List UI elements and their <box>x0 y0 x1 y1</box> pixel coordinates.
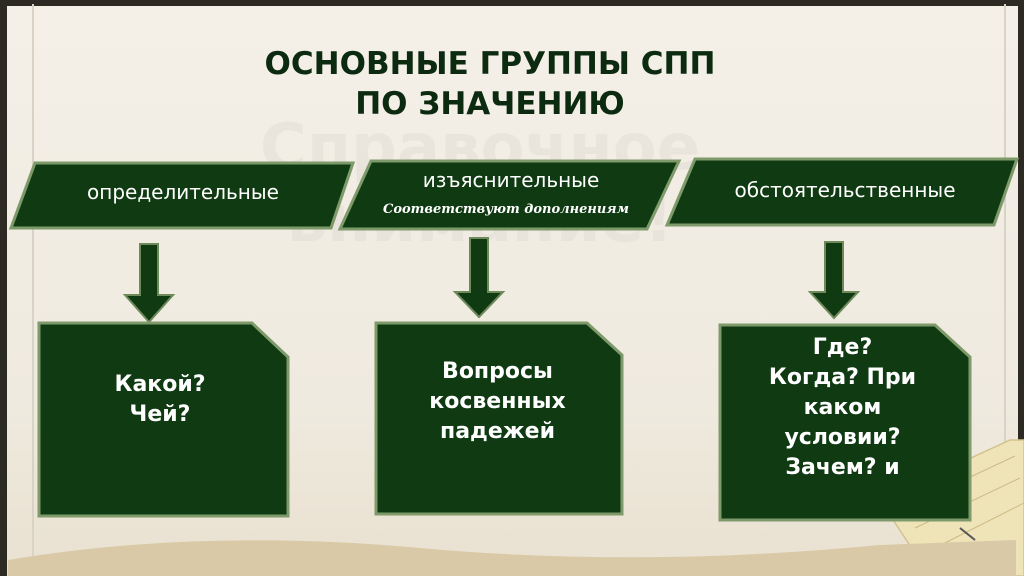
category-label-explanatory: изъяснительные <box>422 168 600 192</box>
arrow-down-2 <box>452 237 506 319</box>
question-2-line-2: косвенных <box>429 389 566 414</box>
category-note-explanatory: Соответствуют дополнениям <box>382 202 630 217</box>
question-box-3 <box>718 323 972 522</box>
category-box-explanatory <box>337 159 682 231</box>
category-box-circumstantial <box>664 157 1020 227</box>
frame-right <box>1018 0 1024 576</box>
question-text-3: Где? Когда? При каком условии? Зачем? и <box>730 333 955 483</box>
category-label-circumstantial: обстоятельственные <box>734 178 956 202</box>
frame-top <box>0 0 1024 6</box>
title-line-2: ПО ЗНАЧЕНИЮ <box>355 86 625 122</box>
arrow-down-1 <box>122 243 176 324</box>
bottom-band <box>8 540 1016 576</box>
question-3-line-2: Когда? При <box>768 365 917 390</box>
question-2-line-1: Вопросы <box>442 359 553 384</box>
question-text-1: Какой? Чей? <box>60 370 260 430</box>
category-label-definitive: определительные <box>87 180 279 204</box>
inner-page-edge <box>32 4 1006 576</box>
question-2-line-3: падежей <box>440 419 555 444</box>
question-1-line-2: Чей? <box>129 402 191 427</box>
frame-left <box>0 0 7 576</box>
page-title: ОСНОВНЫЕ ГРУППЫ СПП ПО ЗНАЧЕНИЮ <box>160 44 820 124</box>
question-1-line-1: Какой? <box>114 372 206 397</box>
question-box-1 <box>37 321 290 518</box>
category-box-definitive <box>8 161 356 230</box>
question-3-line-5: Зачем? и <box>785 455 900 480</box>
question-box-2 <box>374 321 624 516</box>
arrow-down-3 <box>807 241 861 320</box>
question-3-line-1: Где? <box>812 335 873 360</box>
question-3-line-4: условии? <box>784 425 901 450</box>
question-3-line-3: каком <box>803 395 882 420</box>
title-line-1: ОСНОВНЫЕ ГРУППЫ СПП <box>264 46 716 82</box>
question-text-2: Вопросы косвенных падежей <box>390 357 605 447</box>
